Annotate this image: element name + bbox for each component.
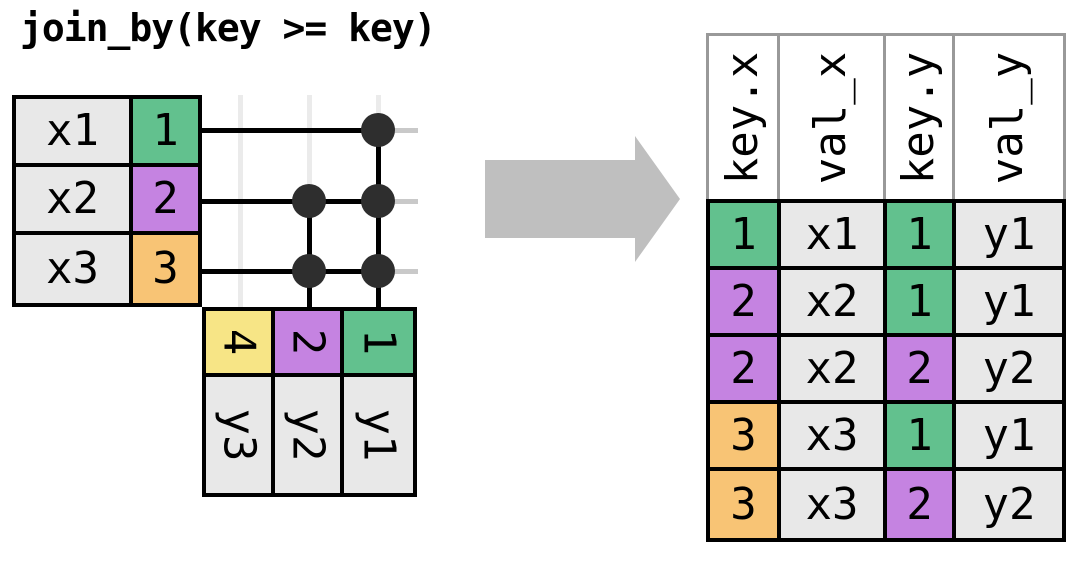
match-connector-line [376, 130, 381, 311]
x-table-val-cell: x1 [16, 99, 133, 167]
result-header-cell: val_y [955, 36, 1061, 199]
result-key-y-cell: 1 [887, 404, 956, 471]
match-row-stub [381, 269, 418, 274]
result-arrow [485, 136, 680, 262]
x-table: x1 1 x2 2 x3 3 [12, 95, 202, 307]
match-row-stub [381, 128, 418, 133]
result-header-cell: val_x [780, 36, 886, 199]
join-by-expression: join_by(key >= key) [20, 6, 437, 50]
y-table-key-cell: 4 [206, 311, 275, 377]
match-dot [361, 184, 395, 218]
result-val-x-cell: x2 [781, 270, 887, 337]
y-table-key-cell: 2 [275, 311, 344, 377]
result-key-y-cell: 1 [887, 270, 956, 337]
y-val-label: y3 [213, 408, 265, 462]
result-key-x-cell: 3 [710, 471, 781, 538]
result-key-x-cell: 3 [710, 404, 781, 471]
result-header-label: key.x [717, 51, 769, 184]
result-key-y-cell: 2 [887, 337, 956, 404]
result-val-x-cell: x3 [781, 471, 887, 538]
result-key-x-cell: 2 [710, 337, 781, 404]
result-val-y-cell: y2 [956, 471, 1062, 538]
result-header-cell: key.x [709, 36, 780, 199]
y-table-val-cell: y1 [344, 377, 413, 493]
y-val-label: y2 [282, 408, 334, 462]
result-val-y-cell: y2 [956, 337, 1062, 404]
y-key-label: 4 [213, 328, 265, 356]
match-dot [292, 254, 326, 288]
result-table: key.x val_x key.y val_y 1 x1 1 y1 2 x2 1… [706, 33, 1066, 542]
result-val-y-cell: y1 [956, 270, 1062, 337]
y-table-key-cell: 1 [344, 311, 413, 377]
result-val-x-cell: x3 [781, 404, 887, 471]
y-key-label: 1 [353, 328, 405, 356]
match-dot [361, 113, 395, 147]
y-table-val-cell: y2 [275, 377, 344, 493]
match-row-stub [381, 199, 418, 204]
y-key-label: 2 [282, 328, 334, 356]
result-val-y-cell: y1 [956, 404, 1062, 471]
match-row-line [198, 269, 381, 274]
result-header-cell: key.y [886, 36, 955, 199]
result-key-y-cell: 1 [887, 203, 956, 270]
result-val-x-cell: x2 [781, 337, 887, 404]
x-table-val-cell: x3 [16, 235, 133, 303]
x-table-key-cell: 3 [133, 235, 198, 303]
result-key-x-cell: 1 [710, 203, 781, 270]
result-header-label: val_y [982, 51, 1034, 184]
match-dot [361, 254, 395, 288]
result-table-header: key.x val_x key.y val_y [706, 33, 1066, 199]
arrow-shape [485, 136, 680, 262]
result-table-body: 1 x1 1 y1 2 x2 1 y1 2 x2 2 y2 3 x3 1 y1 … [706, 199, 1066, 542]
result-val-x-cell: x1 [781, 203, 887, 270]
y-val-label: y1 [353, 408, 405, 462]
match-row-line [198, 128, 381, 133]
match-dot [292, 184, 326, 218]
x-table-key-cell: 1 [133, 99, 198, 167]
result-header-label: val_x [805, 51, 857, 184]
result-val-y-cell: y1 [956, 203, 1062, 270]
x-table-val-cell: x2 [16, 167, 133, 235]
y-table-val-cell: y3 [206, 377, 275, 493]
x-table-key-cell: 2 [133, 167, 198, 235]
result-key-y-cell: 2 [887, 471, 956, 538]
y-table: 4 2 1 y3 y2 y1 [202, 307, 417, 497]
result-header-label: key.y [893, 51, 945, 184]
match-row-line [198, 199, 381, 204]
result-key-x-cell: 2 [710, 270, 781, 337]
